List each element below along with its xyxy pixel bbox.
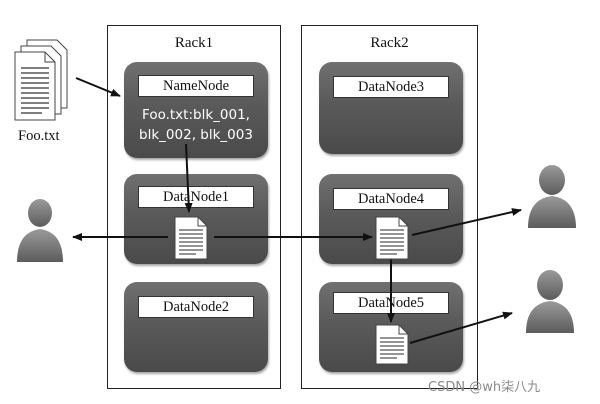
user-icon <box>528 165 576 228</box>
namenode-metadata-line1: Foo.txt:blk_001, <box>142 107 250 123</box>
arrow-file-to-namenode <box>75 77 121 97</box>
watermark: CSDN @wh柒八九 <box>428 380 541 395</box>
datanode-2-label: DataNode2 <box>138 296 254 318</box>
user-icon <box>17 199 63 262</box>
datanode-3-label: DataNode3 <box>333 76 449 98</box>
namenode: NameNode Foo.txt:blk_001, blk_002, blk_0… <box>124 62 268 158</box>
namenode-metadata-line2: blk_002, blk_003 <box>139 127 253 143</box>
user-icon <box>526 270 574 333</box>
datanode-2: DataNode2 <box>124 282 268 372</box>
document-icon <box>375 216 409 260</box>
datanode-4-label: DataNode4 <box>333 188 449 210</box>
rack-2-title: Rack2 <box>370 35 409 51</box>
document-icon <box>375 324 409 365</box>
arrow-datanode5-to-user <box>409 311 513 344</box>
file-caption: Foo.txt <box>18 128 60 144</box>
document-icon <box>174 216 208 260</box>
arrow-datanode4-to-user <box>411 208 522 236</box>
arrow-namenode-to-datanode1 <box>184 143 193 213</box>
namenode-label: NameNode <box>138 75 254 97</box>
rack-1-title: Rack1 <box>174 35 214 51</box>
document-stack-icon <box>14 39 68 121</box>
datanode-1-label: DataNode1 <box>138 186 254 208</box>
datanode-3: DataNode3 <box>319 62 463 154</box>
